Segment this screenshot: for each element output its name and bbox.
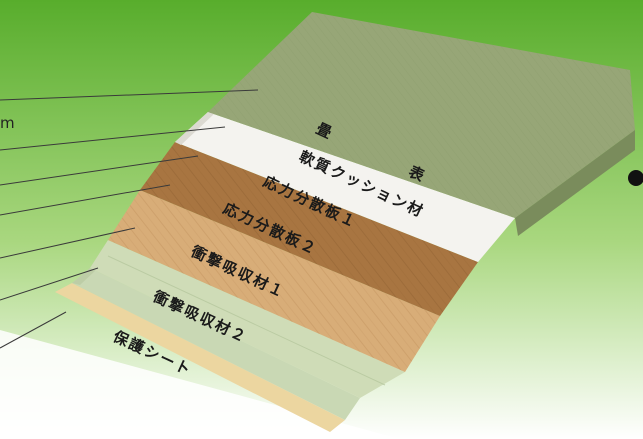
leader-line-2 — [0, 126, 226, 151]
tatami-omote-edge — [515, 130, 635, 236]
background-white-corner — [0, 0, 560, 439]
layer-shock-absorber-2 — [72, 268, 360, 420]
leader-lines — [0, 89, 259, 349]
layer-protective-sheet — [55, 283, 345, 432]
layer-soft-cushion — [175, 112, 515, 262]
leader-line-1 — [0, 89, 259, 101]
leader-line-4 — [0, 184, 171, 216]
edge-text-fragment: m — [0, 114, 15, 132]
layer-shock-absorber-2-top — [72, 268, 96, 285]
bullet-dot — [628, 170, 643, 186]
leader-line-5 — [0, 227, 136, 259]
layer-shock-absorber-1 — [90, 240, 405, 398]
leader-line-3 — [0, 155, 199, 186]
leader-line-7 — [0, 311, 67, 349]
leader-line-6 — [0, 267, 99, 301]
